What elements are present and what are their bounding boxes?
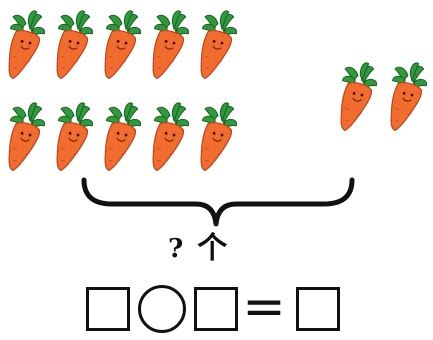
left-carrot-icon-1 <box>0 6 50 84</box>
equals-sign: = <box>242 277 286 337</box>
left-carrot-icon-7 <box>47 98 98 176</box>
left-carrot-icon-5 <box>191 6 242 84</box>
question-mark: ? <box>168 234 184 264</box>
curly-brace <box>81 177 355 227</box>
left-carrot-icon-8 <box>95 98 146 176</box>
right-carrot-group <box>331 58 432 136</box>
answer-box-2[interactable] <box>194 287 238 331</box>
equation-template: = <box>86 279 348 337</box>
question-label: ?个 <box>168 226 264 270</box>
operator-circle[interactable] <box>138 285 186 333</box>
left-carrot-group <box>0 6 242 176</box>
answer-box-3[interactable] <box>296 287 340 331</box>
left-carrot-icon-9 <box>143 98 194 176</box>
left-carrot-icon-6 <box>0 98 50 176</box>
answer-box-1[interactable] <box>86 287 130 331</box>
right-carrot-icon-1 <box>331 58 382 136</box>
left-carrot-icon-4 <box>143 6 194 84</box>
left-carrot-icon-2 <box>47 6 98 84</box>
left-carrot-icon-10 <box>191 98 242 176</box>
unit-label: 个 <box>197 231 228 266</box>
left-carrot-icon-3 <box>95 6 146 84</box>
right-carrot-icon-2 <box>381 58 432 136</box>
